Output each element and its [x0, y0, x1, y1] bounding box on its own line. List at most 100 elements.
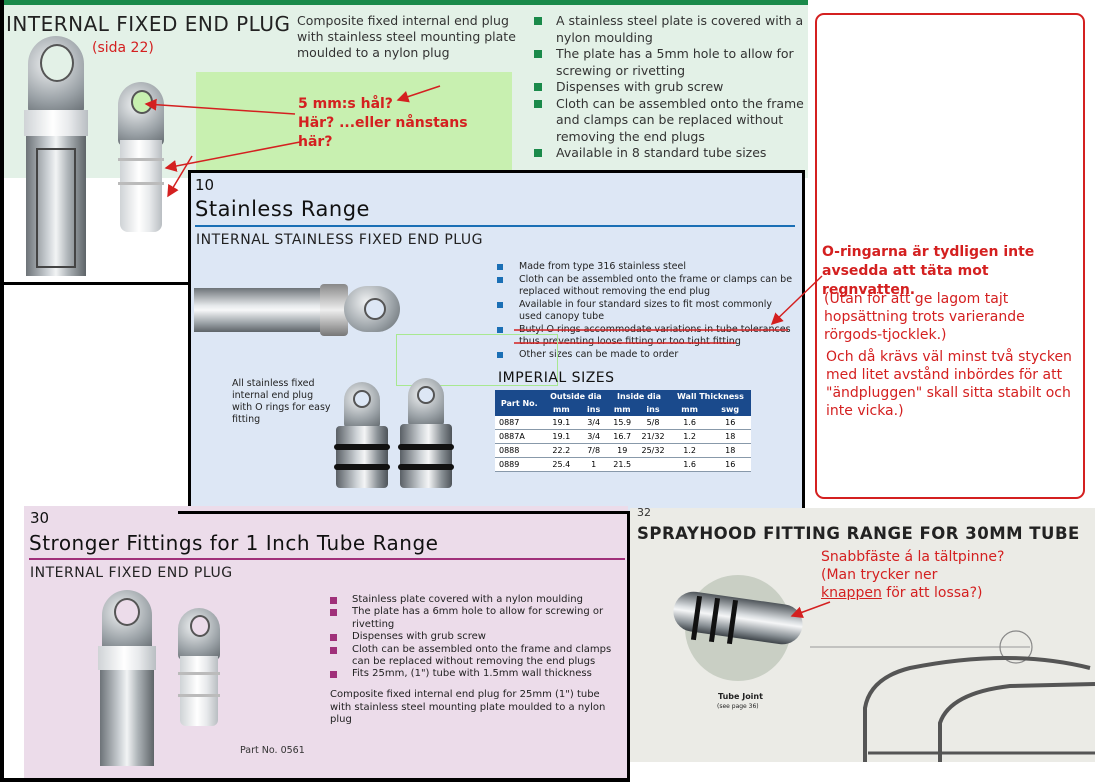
table-cell	[636, 457, 670, 472]
tube-joint-label: Tube Joint	[718, 692, 763, 701]
table-cell: 1.6	[669, 416, 710, 430]
note-para-2: Och då krävs väl minst två stycken med l…	[826, 349, 1072, 419]
stronger-bullet: Stainless plate covered with a nylon mou…	[330, 594, 624, 606]
table-header-partno: Part No.	[495, 390, 544, 416]
top-panel-bullets: A stainless steel plate is covered with …	[534, 13, 809, 162]
imperial-sizes-title: IMPERIAL SIZES	[498, 370, 615, 386]
table-cell: 19	[608, 443, 637, 458]
bullet-marker	[534, 17, 542, 25]
sprayhood-bottom-border	[630, 762, 1102, 764]
table-header-group: Wall Thickness	[669, 390, 751, 403]
bullet-marker	[534, 99, 542, 108]
highlight-area	[196, 72, 512, 172]
stronger-bullet: Fits 25mm, (1") tube with 1.5mm wall thi…	[330, 668, 624, 680]
stainless-heading-rule	[195, 225, 795, 227]
note-box	[815, 13, 1085, 499]
end-plug-image-large	[22, 36, 92, 276]
table-header-group: Outside dia	[543, 390, 609, 403]
stronger-number: 30	[30, 509, 50, 527]
stainless-bullets: Made from type 316 stainless steel Cloth…	[497, 261, 793, 361]
bullet-marker	[534, 83, 542, 91]
table-cell: 1.6	[669, 457, 710, 472]
table-cell: 1	[579, 457, 609, 472]
stainless-bullet: Butyl O rings accommodate variations in …	[497, 324, 793, 349]
table-cell: 16	[709, 457, 751, 472]
tube-joint-sublabel: (see page 36)	[717, 703, 759, 710]
stainless-bullet: Other sizes can be made to order	[497, 349, 793, 362]
table-cell: 19.1	[543, 429, 580, 444]
sprayhood-heading: SPRAYHOOD FITTING RANGE FOR 30MM TUBE	[637, 524, 1080, 543]
stronger-heading-rule	[29, 558, 625, 560]
table-cell: 5/8	[636, 416, 670, 430]
stronger-bullet: The plate has a 6mm hole to allow for sc…	[330, 606, 624, 631]
annotation-arrows-top	[144, 85, 441, 198]
stronger-plug-image-small	[178, 608, 222, 726]
stainless-plug-side-image	[194, 280, 404, 340]
table-row: 0887 19.1 3/4 15.9 5/8 1.6 16	[495, 416, 751, 430]
top-bullet: Cloth can be assembled onto the frame an…	[534, 96, 809, 146]
table-cell: 18	[709, 429, 751, 444]
stainless-number: 10	[195, 176, 215, 194]
stainless-frame-right	[802, 170, 805, 514]
bullet-marker	[330, 609, 337, 617]
table-row: 0889 25.4 1 21.5 1.6 16	[495, 457, 751, 472]
table-cell: 16.7	[608, 429, 637, 444]
stainless-bullet: Available in four standard sizes to fit …	[497, 299, 793, 324]
table-unit: mm	[608, 403, 637, 416]
left-frame-border	[0, 0, 4, 782]
note-para-1: (Utan för att ge lagom tajt hopsättning …	[824, 291, 1025, 343]
stronger-plug-image-large	[98, 590, 156, 766]
bullet-marker	[330, 671, 337, 679]
bullet-marker	[497, 276, 503, 283]
bullet-marker	[497, 326, 503, 333]
table-cell: 1.2	[669, 443, 710, 458]
knappen-underlined: knappen	[821, 585, 882, 601]
bottom-frame-border	[0, 778, 630, 782]
stronger-description: Composite fixed internal end plug for 25…	[330, 689, 606, 725]
bullet-marker	[497, 351, 503, 358]
stronger-heading: Stronger Fittings for 1 Inch Tube Range	[29, 531, 439, 555]
stainless-bullet: Made from type 316 stainless steel	[497, 261, 793, 274]
imperial-sizes-table: Part No. Outside dia Inside dia Wall Thi…	[495, 390, 751, 472]
stronger-bullet: Dispenses with grub screw	[330, 631, 624, 643]
table-cell: 3/4	[579, 429, 609, 444]
top-bullet: Available in 8 standard tube sizes	[534, 145, 809, 162]
table-cell: 22.2	[543, 443, 580, 458]
bullet-marker	[534, 149, 542, 157]
sprayhood-number: 32	[637, 506, 651, 519]
stronger-subheading: INTERNAL FIXED END PLUG	[30, 565, 233, 581]
table-units-row: mm ins mm ins mm swg	[495, 403, 751, 416]
table-header-row: Part No. Outside dia Inside dia Wall Thi…	[495, 390, 751, 416]
note-arrow	[770, 275, 823, 326]
sprayhood-frame-drawing	[790, 601, 1095, 764]
table-cell: 25.4	[543, 457, 580, 472]
table-cell: 7/8	[579, 443, 609, 458]
table-cell: 0889	[495, 457, 544, 472]
table-cell: 3/4	[579, 416, 609, 430]
sida-label: (sida 22)	[92, 40, 154, 56]
green-outline-box	[396, 334, 558, 386]
table-unit: ins	[579, 403, 609, 416]
top-panel-bottom-border	[0, 282, 190, 285]
table-cell: 1.2	[669, 429, 710, 444]
bullet-marker	[330, 634, 337, 642]
table-cell: 19.1	[543, 416, 580, 430]
table-row: 0888 22.2 7/8 19 25/32 1.2 18	[495, 443, 751, 458]
top-bullet: The plate has a 5mm hole to allow for sc…	[534, 46, 809, 79]
top-bullet: A stainless steel plate is covered with …	[534, 13, 809, 46]
stainless-plug-image-1	[334, 382, 390, 488]
sprayhood-annotation: Snabbfäste á la tältpinne? (Man trycker …	[821, 549, 1005, 601]
bullet-marker	[534, 50, 542, 58]
table-cell: 0887	[495, 416, 544, 430]
oring-underline-markup	[514, 329, 788, 344]
top-panel-title: INTERNAL FIXED END PLUG	[6, 12, 291, 36]
stainless-caption: All stainless fixed internal end plug wi…	[232, 378, 331, 425]
table-cell: 15.9	[608, 416, 637, 430]
table-unit: swg	[709, 403, 751, 416]
stronger-part-no: Part No. 0561	[240, 745, 305, 756]
table-cell: 21/32	[636, 429, 670, 444]
table-unit: mm	[669, 403, 710, 416]
table-cell: 16	[709, 416, 751, 430]
table-cell: 18	[709, 443, 751, 458]
stainless-subheading: INTERNAL STAINLESS FIXED END PLUG	[196, 232, 483, 248]
